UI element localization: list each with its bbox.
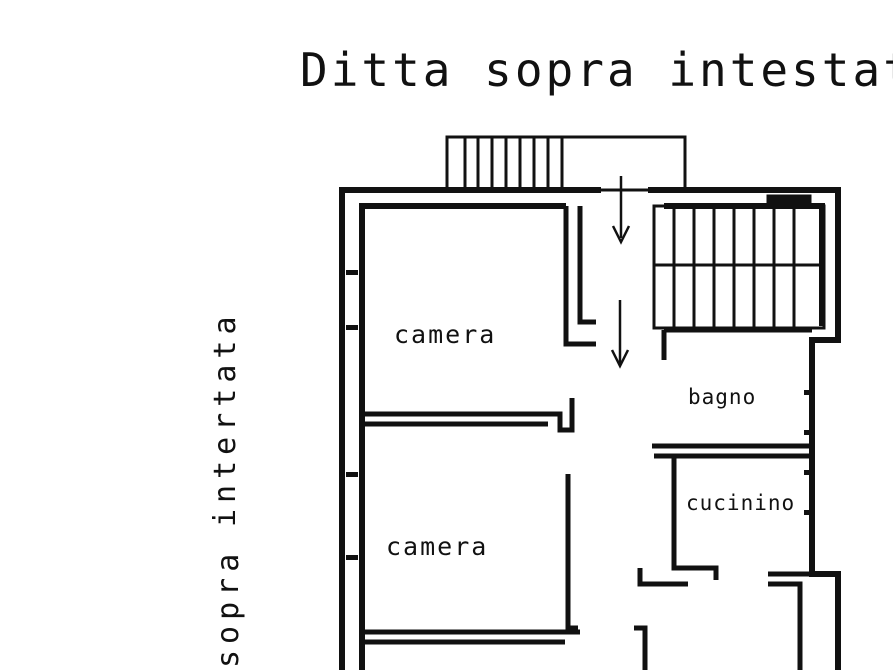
stair-direction-arrows: [610, 176, 631, 369]
side-note-lower: sopra: [211, 548, 246, 668]
room-label-camera-lower: camera: [386, 532, 488, 561]
plan-title: Ditta sopra intestata: [300, 43, 893, 97]
upper-exterior-stair: [445, 135, 687, 192]
side-note-upper: intertata: [208, 310, 243, 527]
window-markers: [346, 270, 814, 560]
room-label-cucinino: cucinino: [686, 491, 795, 515]
outer-walls: [339, 187, 841, 670]
interior-walls: [362, 206, 812, 670]
room-label-bagno: bagno: [688, 385, 756, 409]
interior-stair: [652, 194, 826, 330]
room-label-camera-upper: camera: [394, 320, 496, 349]
